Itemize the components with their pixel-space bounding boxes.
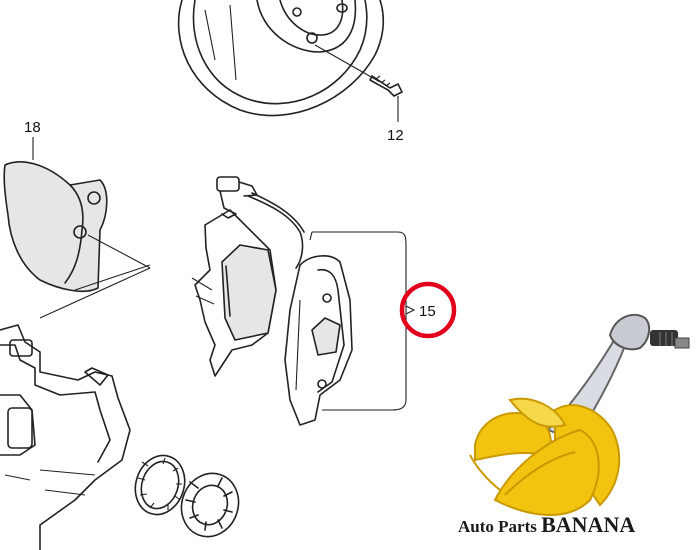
highlight-circle [399,281,457,339]
brake-pad-inner [191,209,277,377]
splash-shield [3,137,151,319]
wear-sensor [216,176,305,269]
watermark-text: Auto Parts BANANA [458,512,635,537]
callout-15: 15 [419,303,436,320]
dust-boot [180,472,240,538]
callout-18: 18 [24,119,41,136]
seal-ring [134,454,186,516]
callout-12: 12 [387,127,404,144]
brake-disc [177,0,385,117]
watermark-prefix: Auto Parts [458,517,541,536]
watermark-brand: BANANA [541,512,635,537]
brake-pad-outer [284,255,353,426]
caliper-carrier [0,324,131,550]
banana-with-control-arm-logo [469,313,690,516]
bolt-12 [314,44,403,122]
